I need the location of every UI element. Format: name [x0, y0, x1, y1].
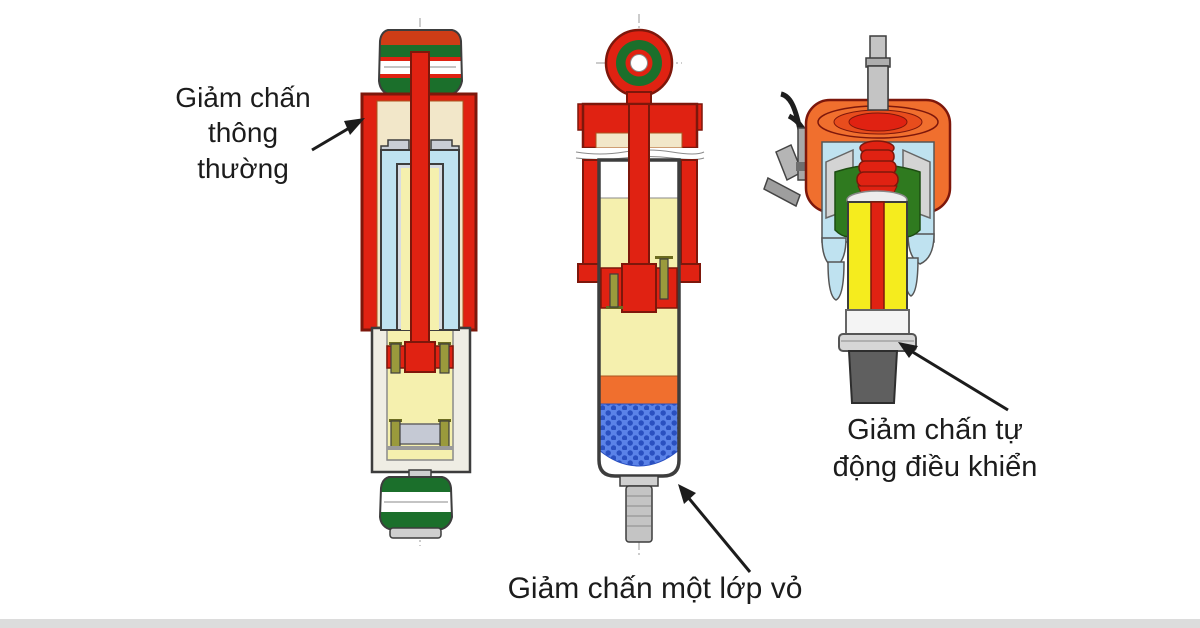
auto-controlled-shock-illustration	[763, 35, 952, 404]
label-line: Giảm chấn	[175, 82, 311, 113]
label-line: động điều khiển	[832, 450, 1038, 483]
bottom-bushing	[378, 476, 454, 539]
label-mono-tube-shock: Giảm chấn một lớp vỏ	[455, 570, 855, 608]
strut-cylinder	[838, 190, 917, 404]
base-valve	[387, 419, 453, 450]
label-conventional-shock: Giảm chấn thông thường	[148, 80, 338, 186]
bottom-stem	[619, 475, 659, 543]
label-line: thường	[197, 152, 289, 184]
piston-rod	[628, 103, 650, 283]
mono-tube-shock-illustration	[575, 14, 705, 556]
arrow-to-mono-tube	[678, 484, 752, 573]
conventional-shock-illustration	[360, 18, 478, 546]
arrow-to-conventional	[311, 118, 365, 152]
label-line: Giảm chấn một lớp vỏ	[507, 572, 803, 605]
piston-valve	[600, 256, 678, 313]
label-auto-controlled-shock: Giảm chấn tự động điều khiển	[790, 412, 1080, 485]
arrow-to-auto-controlled	[898, 342, 1009, 412]
bottom-border-strip	[0, 619, 1200, 628]
eye-mount	[604, 28, 674, 98]
piston-rod	[410, 51, 430, 349]
label-line: Giảm chấn tự	[847, 414, 1023, 446]
label-line: thông	[207, 117, 279, 149]
piston-valve	[386, 341, 454, 374]
